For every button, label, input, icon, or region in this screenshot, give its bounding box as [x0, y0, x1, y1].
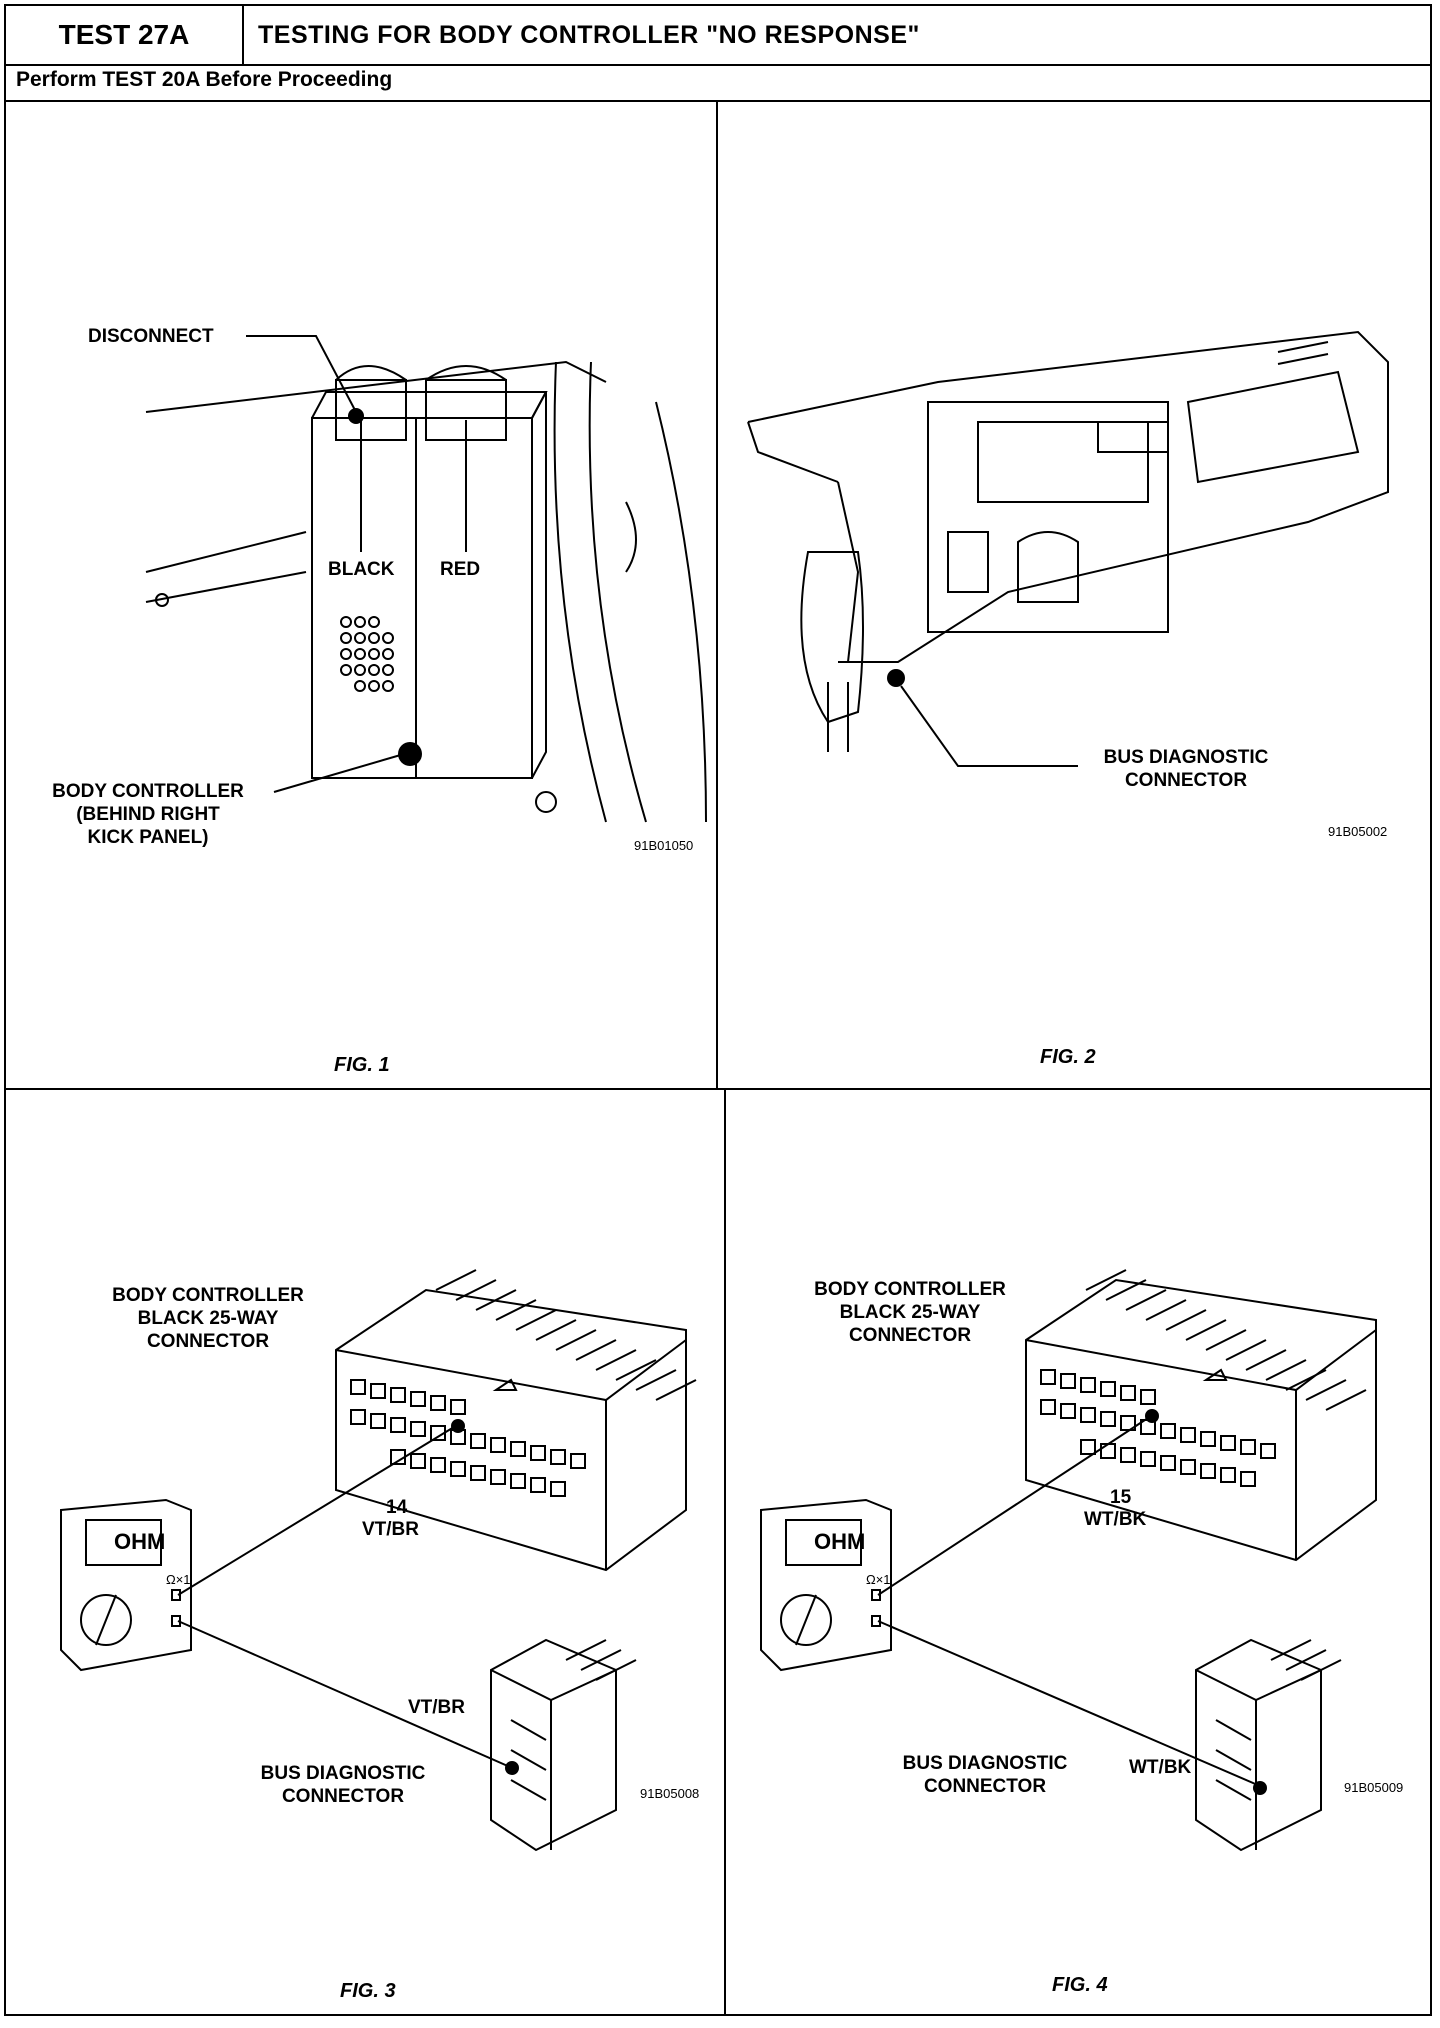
figure-3: BODY CONTROLLER BLACK 25-WAY CONNECTOR 1…	[6, 1090, 724, 2016]
disconnect-label: DISCONNECT	[88, 326, 214, 347]
meter-scale: Ω×1	[866, 1572, 891, 1587]
prerequisite-note: Perform TEST 20A Before Proceeding	[16, 68, 393, 91]
drawing-code: 91B05009	[1344, 1780, 1404, 1795]
wire-color-label: WT/BK	[1084, 1509, 1147, 1530]
body-controller-label: BODY CONTROLLER (BEHIND RIGHT KICK PANEL…	[52, 781, 244, 848]
drawing-code: 91B05008	[640, 1786, 700, 1801]
ohmmeter-test-drawing	[760, 1269, 1377, 1852]
instrument-panel-drawing	[747, 330, 1389, 767]
black-connector-label: BLACK	[328, 559, 395, 580]
drawing-code: 91B01050	[634, 838, 694, 853]
bus-diagnostic-label: BUS DIAGNOSTIC CONNECTOR	[1103, 747, 1269, 791]
red-connector-label: RED	[440, 559, 481, 580]
page-title: TESTING FOR BODY CONTROLLER "NO RESPONSE…	[258, 20, 920, 49]
meter-scale: Ω×1	[166, 1572, 191, 1587]
ohmmeter-test-drawing	[60, 1269, 697, 1852]
body-controller-drawing	[145, 335, 707, 823]
divider	[716, 100, 718, 1088]
bus-diagnostic-label: BUS DIAGNOSTIC CONNECTOR	[902, 1753, 1068, 1797]
body-controller-label: BODY CONTROLLER BLACK 25-WAY CONNECTOR	[814, 1279, 1006, 1346]
wire-color-label: VT/BR	[408, 1697, 465, 1718]
header-bar: TEST 27A TESTING FOR BODY CONTROLLER "NO…	[6, 6, 1430, 66]
divider	[6, 1088, 1430, 1090]
pin-number: 14	[386, 1497, 408, 1518]
figure-caption: FIG. 3	[340, 1980, 396, 2002]
figure-1: DISCONNECT BLACK RED BODY CONTROLLER (BE…	[6, 102, 716, 1088]
figure-caption: FIG. 2	[1040, 1046, 1096, 1068]
ohm-display: OHM	[814, 1529, 866, 1554]
ohm-display: OHM	[114, 1529, 166, 1554]
divider	[6, 100, 1430, 102]
bus-diagnostic-label: BUS DIAGNOSTIC CONNECTOR	[260, 1763, 426, 1807]
figure-2: BUS DIAGNOSTIC CONNECTOR 91B05002 FIG. 2	[718, 102, 1430, 1088]
figure-4: BODY CONTROLLER BLACK 25-WAY CONNECTOR 1…	[726, 1090, 1430, 2016]
pin-number: 15	[1110, 1487, 1132, 1508]
body-controller-label: BODY CONTROLLER BLACK 25-WAY CONNECTOR	[112, 1285, 304, 1352]
figure-caption: FIG. 4	[1052, 1974, 1108, 1996]
figure-caption: FIG. 1	[334, 1054, 390, 1076]
divider	[724, 1088, 726, 2016]
test-page: TEST 27A TESTING FOR BODY CONTROLLER "NO…	[4, 4, 1432, 2016]
wire-color-label: WT/BK	[1129, 1757, 1192, 1778]
wire-color-label: VT/BR	[362, 1519, 419, 1540]
drawing-code: 91B05002	[1328, 824, 1388, 839]
test-id: TEST 27A	[6, 6, 244, 64]
